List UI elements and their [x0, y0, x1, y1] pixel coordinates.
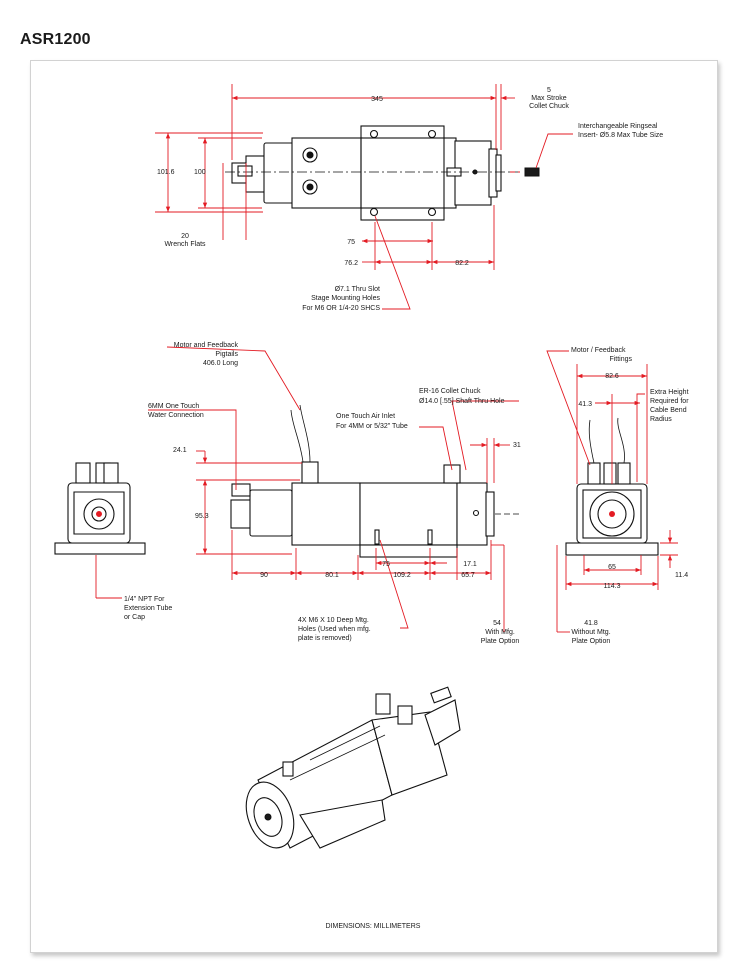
max-stroke-label: Max Stroke	[531, 95, 567, 102]
top-view-dimensions	[155, 84, 573, 310]
side-view-dimensions	[148, 346, 570, 633]
without-plate-option-label: Plate Option	[572, 638, 611, 645]
shcs-label: For M6 OR 1/4-20 SHCS	[302, 305, 380, 312]
top-view: 345 5 Max Stroke Collet Chuck Interchang…	[155, 84, 663, 312]
dim-114-3: 114.3	[604, 583, 621, 590]
required-label: Required for	[650, 398, 689, 405]
holes-label: 4X M6 X 10 Deep Mtg.	[298, 617, 369, 624]
isometric-view	[245, 686, 461, 849]
fittings-label-2: Fittings	[609, 356, 632, 363]
page-title: ASR1200	[20, 31, 91, 48]
pigtails-label-2: Pigtails	[215, 351, 238, 358]
stage-mounting-label: Stage Mounting Holes	[311, 295, 380, 302]
or-cap-label: or Cap	[124, 614, 145, 621]
dim-41-3: 41.3	[578, 401, 592, 408]
holes-used-label: Holes (Used when mfg.	[298, 626, 371, 633]
dim-11-4: 11.4	[675, 572, 688, 579]
dim-76-2: 76.2	[344, 260, 358, 267]
dim-95-3: 95.3	[195, 513, 209, 520]
dim-109-2: 109.2	[393, 572, 411, 579]
water-connection-label: Water Connection	[148, 412, 204, 419]
thru-slot-label: Ø7.1 Thru Slot	[335, 286, 380, 293]
holes-removed-label: plate is removed)	[298, 635, 352, 642]
rear-end-view	[54, 462, 146, 599]
dim-82-2: 82.2	[455, 260, 469, 267]
dim-65: 65	[608, 564, 616, 571]
footer-dimensions-label: DIMENSIONS: MILLIMETERS	[326, 923, 421, 930]
air-inlet-label: One Touch Air Inlet	[336, 413, 395, 420]
pigtails-label: Motor and Feedback	[174, 342, 239, 349]
dim-90: 90	[260, 572, 268, 579]
dim-20: 20	[181, 233, 189, 240]
side-view	[230, 404, 520, 558]
wrench-flats-label: Wrench Flats	[164, 241, 206, 248]
extension-tube-label: Extension Tube	[124, 605, 172, 612]
dim-17-1: 17.1	[463, 561, 477, 568]
ringseal-insert-label: Insert- Ø5.8 Max Tube Size	[578, 132, 663, 139]
radius-label: Radius	[650, 416, 672, 423]
dim-24-1: 24.1	[173, 447, 187, 454]
ringseal-label: Interchangeable Ringseal	[578, 123, 658, 130]
dim-100: 100	[194, 169, 206, 176]
npt-label: 1/4" NPT For	[124, 596, 165, 603]
top-view-body	[225, 125, 540, 221]
dim-101-6: 101.6	[157, 169, 175, 176]
cable-bend-label: Cable Bend	[650, 407, 687, 414]
extra-height-label: Extra Height	[650, 389, 689, 396]
with-plate-label: With Mfg.	[485, 629, 515, 636]
collet-label: ER-16 Collet Chuck	[419, 388, 481, 395]
dim-75: 75	[347, 239, 355, 246]
dim-65-7: 65.7	[461, 572, 475, 579]
dim-54: 54	[493, 620, 501, 627]
pigtails-length-label: 406.0 Long	[203, 360, 238, 367]
front-end-dimensions	[546, 350, 678, 590]
dim-31: 31	[513, 442, 521, 449]
front-end-view	[565, 417, 659, 556]
dim-345: 345	[371, 96, 383, 103]
with-plate-option-label: Plate Option	[481, 638, 520, 645]
dim-5: 5	[547, 87, 551, 94]
dim-82-6: 82.6	[605, 373, 619, 380]
dim-75-side: 75	[382, 561, 390, 568]
dim-41-8: 41.8	[584, 620, 598, 627]
shaft-hole-label: Ø14.0 [.55] Shaft Thru Hole	[419, 398, 505, 405]
without-plate-label: Without Mtg.	[571, 629, 610, 636]
collet-chuck-label: Collet Chuck	[529, 103, 569, 110]
fittings-label: Motor / Feedback	[571, 347, 626, 354]
air-tube-label: For 4MM or 5/32" Tube	[336, 423, 408, 430]
dim-80-1: 80.1	[325, 572, 339, 579]
water-label: 6MM One Touch	[148, 403, 199, 410]
